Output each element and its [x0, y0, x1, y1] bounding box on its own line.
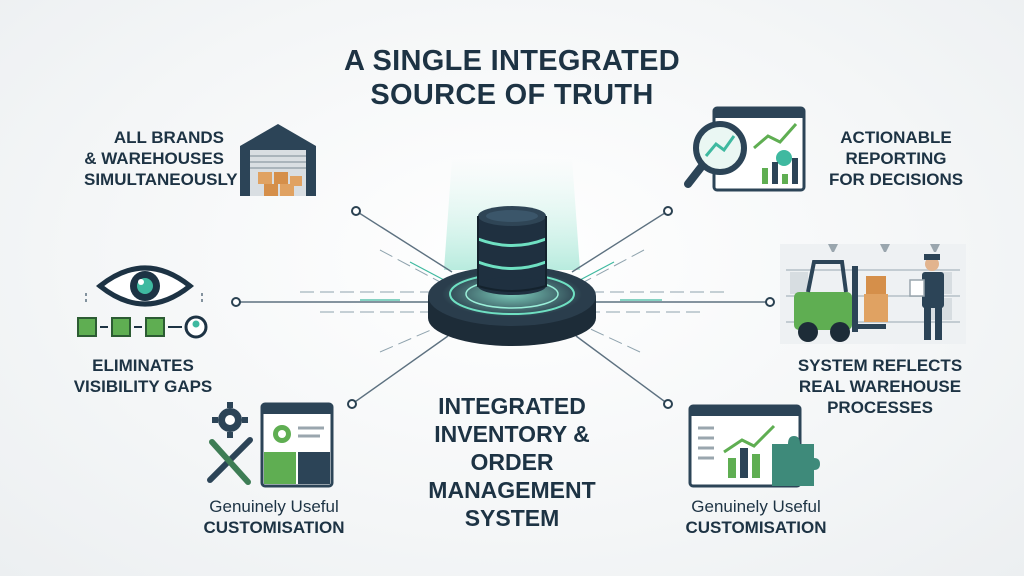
node-label-line: Genuinely Useful	[209, 497, 339, 516]
node-label-line: CUSTOMISATION	[203, 518, 345, 537]
node-label-processes: SYSTEM REFLECTS REAL WAREHOUSE PROCESSES	[794, 355, 966, 418]
node-label-line: PROCESSES	[827, 398, 933, 417]
tools-icon	[207, 402, 334, 488]
connector-lines	[236, 210, 770, 405]
node-label-line: SIMULTANEOUSLY	[84, 170, 238, 189]
warehouse-icon	[240, 124, 316, 196]
cube-icons	[77, 315, 208, 339]
node-label-line: Genuinely Useful	[691, 497, 821, 516]
node-label-line: VISIBILITY GAPS	[73, 377, 213, 396]
puzzle-chart-icon	[688, 404, 820, 488]
title-line-2: SOURCE OF TRUTH	[370, 79, 654, 111]
title-line-1: A SINGLE INTEGRATED	[344, 45, 680, 77]
connector-dots	[231, 206, 775, 409]
node-label-reporting: ACTIONABLE REPORTING FOR DECISIONS	[826, 127, 966, 190]
node-label-line: ALL BRANDS	[113, 128, 224, 147]
hub-label-line: SYSTEM	[464, 505, 560, 531]
node-label-customisation-right: Genuinely Useful CUSTOMISATION	[678, 496, 834, 538]
hub-label-line: MANAGEMENT	[428, 477, 596, 503]
forklift-icon	[780, 244, 966, 344]
magnifier-chart-icon	[684, 106, 806, 192]
node-label-line: & WAREHOUSES	[84, 149, 224, 168]
database-icon	[477, 206, 547, 295]
data-streaks	[300, 249, 724, 353]
node-label-visibility: ELIMINATES VISIBILITY GAPS	[68, 355, 218, 397]
node-label-line: SYSTEM REFLECTS	[797, 356, 963, 375]
hub-label-line: ORDER	[470, 449, 554, 475]
hub-label-line: INVENTORY &	[434, 421, 590, 447]
node-label-brands: ALL BRANDS & WAREHOUSES SIMULTANEOUSLY	[84, 127, 238, 190]
node-label-line: ELIMINATES	[92, 356, 194, 375]
page-title: A SINGLE INTEGRATED SOURCE OF TRUTH	[262, 44, 762, 112]
node-label-customisation-left: Genuinely Useful CUSTOMISATION	[198, 496, 350, 538]
hub-label-line: INTEGRATED	[438, 393, 586, 419]
node-label-line: REAL WAREHOUSE	[798, 377, 962, 396]
data-streaks-teal	[360, 261, 662, 301]
node-label-line: CUSTOMISATION	[685, 518, 827, 537]
hub-label: INTEGRATED INVENTORY & ORDER MANAGEMENT …	[392, 392, 632, 532]
eye-icon	[77, 265, 208, 339]
node-label-line: FOR DECISIONS	[828, 170, 964, 189]
node-label-line: REPORTING	[845, 149, 947, 168]
node-label-line: ACTIONABLE	[840, 128, 952, 147]
